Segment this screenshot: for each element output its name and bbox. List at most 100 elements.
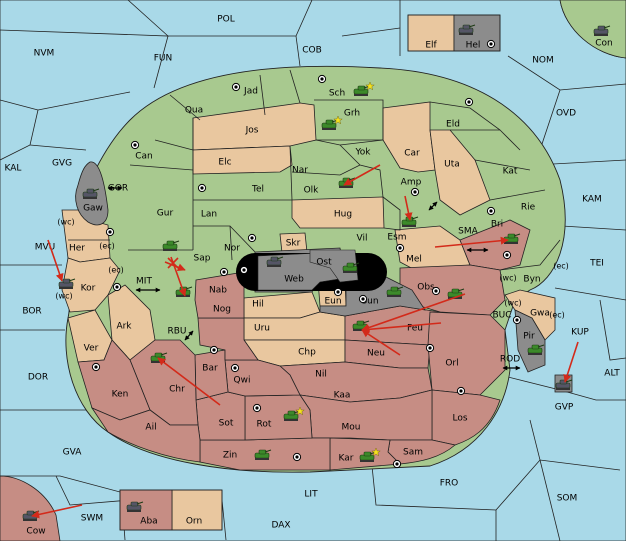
fleet-unit-icon-u-hel[interactable] [458, 24, 476, 35]
label-mit[interactable]: MIT [136, 277, 152, 287]
label-orl[interactable]: Orl [445, 359, 458, 369]
label-her[interactable]: Her [69, 244, 85, 254]
label-uru[interactable]: Uru [254, 324, 270, 334]
label-nom[interactable]: NOM [532, 56, 554, 66]
label-tei[interactable]: TEI [589, 259, 604, 269]
label-hil[interactable]: Hil [252, 300, 264, 310]
label-gur[interactable]: Gur [157, 209, 174, 219]
label-pir[interactable]: Pir [523, 332, 535, 342]
label-alt[interactable]: ALT [604, 369, 620, 379]
label-wc3[interactable]: (wc) [499, 274, 516, 283]
army-unit-icon-u-kar[interactable] [359, 447, 381, 462]
army-unit-icon-u-rot[interactable] [283, 406, 305, 421]
label-sot[interactable]: Sot [219, 419, 234, 429]
label-nab[interactable]: Nab [209, 286, 227, 296]
label-chr[interactable]: Chr [169, 385, 185, 395]
label-mel[interactable]: Mel [406, 255, 422, 265]
army-unit-icon-u-ost[interactable] [342, 262, 360, 273]
label-buc[interactable]: BUC [492, 311, 511, 321]
label-sun[interactable]: Sun [361, 297, 378, 307]
label-gva[interactable]: GVA [63, 448, 83, 458]
label-elf[interactable]: Elf [425, 41, 437, 51]
label-ver[interactable]: Ver [84, 344, 99, 354]
army-unit-icon-u-zin[interactable] [254, 449, 272, 460]
label-nvm[interactable]: NVM [34, 49, 55, 59]
label-rbu[interactable]: RBU [167, 327, 186, 337]
label-lan[interactable]: Lan [201, 210, 217, 220]
label-jad[interactable]: Jad [243, 87, 258, 97]
label-pol[interactable]: POL [217, 15, 235, 25]
label-byn[interactable]: Byn [523, 275, 540, 285]
label-ec3[interactable]: (ec) [553, 262, 569, 271]
label-bar[interactable]: Bar [202, 364, 218, 374]
label-sch[interactable]: Sch [329, 89, 345, 99]
label-nar[interactable]: Nar [292, 166, 308, 176]
label-orn[interactable]: Orn [186, 517, 202, 527]
label-los[interactable]: Los [452, 414, 467, 424]
label-mou[interactable]: Mou [342, 423, 361, 433]
label-rot[interactable]: Rot [257, 420, 272, 430]
fleet-unit-icon-u-kor[interactable] [58, 278, 76, 289]
label-uta[interactable]: Uta [444, 160, 460, 170]
label-sap[interactable]: Sap [194, 254, 211, 264]
label-qua[interactable]: Qua [185, 106, 203, 116]
fleet-unit-icon-u-con[interactable] [593, 25, 611, 36]
label-grh[interactable]: Grh [344, 109, 360, 119]
label-vil[interactable]: Vil [357, 234, 368, 244]
army-unit-icon-u-sap[interactable] [162, 240, 180, 251]
label-neu[interactable]: Neu [367, 349, 385, 359]
label-skr[interactable]: Skr [286, 239, 301, 249]
label-eun[interactable]: Eun [324, 297, 341, 307]
label-chp[interactable]: Chp [298, 348, 316, 358]
label-gvg[interactable]: GVG [52, 159, 72, 169]
label-gvp[interactable]: GVP [555, 403, 574, 413]
label-con[interactable]: Con [595, 39, 613, 49]
label-kar[interactable]: Kar [339, 454, 354, 464]
label-tel[interactable]: Tel [251, 185, 264, 195]
label-ec2[interactable]: (ec) [108, 266, 124, 275]
label-car[interactable]: Car [404, 149, 420, 159]
label-feu[interactable]: Feu [407, 324, 423, 334]
label-kaa[interactable]: Kaa [334, 391, 351, 401]
fleet-unit-icon-u-web[interactable] [266, 256, 284, 267]
label-cob[interactable]: COB [302, 46, 322, 56]
label-esm[interactable]: Esm [387, 233, 406, 243]
label-olk[interactable]: Olk [304, 186, 320, 196]
label-fro[interactable]: FRO [440, 479, 459, 489]
army-unit-icon-u-grh[interactable] [321, 115, 343, 130]
label-bor[interactable]: BOR [22, 307, 41, 317]
label-kor[interactable]: Kor [81, 284, 96, 294]
label-kal[interactable]: KAL [5, 164, 22, 174]
label-wc1[interactable]: (wc) [57, 218, 74, 227]
label-kat[interactable]: Kat [503, 167, 518, 177]
label-kam[interactable]: KAM [582, 195, 602, 205]
label-mvu[interactable]: MVU [35, 243, 56, 253]
label-hug[interactable]: Hug [334, 210, 352, 220]
label-ec4[interactable]: (ec) [549, 311, 565, 320]
label-can[interactable]: Can [135, 152, 153, 162]
label-fun[interactable]: FUN [154, 54, 173, 64]
army-unit-icon-u-pir[interactable] [527, 344, 545, 355]
label-zin[interactable]: Zin [223, 451, 237, 461]
label-gaw[interactable]: Gaw [83, 204, 103, 214]
label-dax[interactable]: DAX [271, 521, 290, 531]
label-ovd[interactable]: OVD [556, 109, 576, 119]
fleet-unit-icon-u-aba[interactable] [126, 501, 144, 512]
label-sma[interactable]: SMA [458, 227, 478, 237]
label-nor[interactable]: Nor [224, 244, 240, 254]
label-aba[interactable]: Aba [140, 517, 157, 527]
label-web[interactable]: Web [284, 275, 304, 285]
label-bri[interactable]: Bri [491, 220, 503, 230]
label-som[interactable]: SOM [557, 494, 578, 504]
label-gwa[interactable]: Gwa [530, 309, 550, 319]
label-qwi[interactable]: Qwi [234, 376, 251, 386]
label-ark[interactable]: Ark [116, 322, 132, 332]
label-ost[interactable]: Ost [316, 258, 332, 268]
label-elc[interactable]: Elc [218, 158, 231, 168]
label-ken[interactable]: Ken [112, 390, 129, 400]
army-unit-icon-u-sch[interactable] [353, 81, 375, 96]
label-wc2[interactable]: (wc) [55, 292, 72, 301]
label-jos[interactable]: Jos [245, 126, 259, 136]
label-rod[interactable]: ROD [500, 355, 520, 365]
label-wc4[interactable]: (wc) [504, 299, 521, 308]
